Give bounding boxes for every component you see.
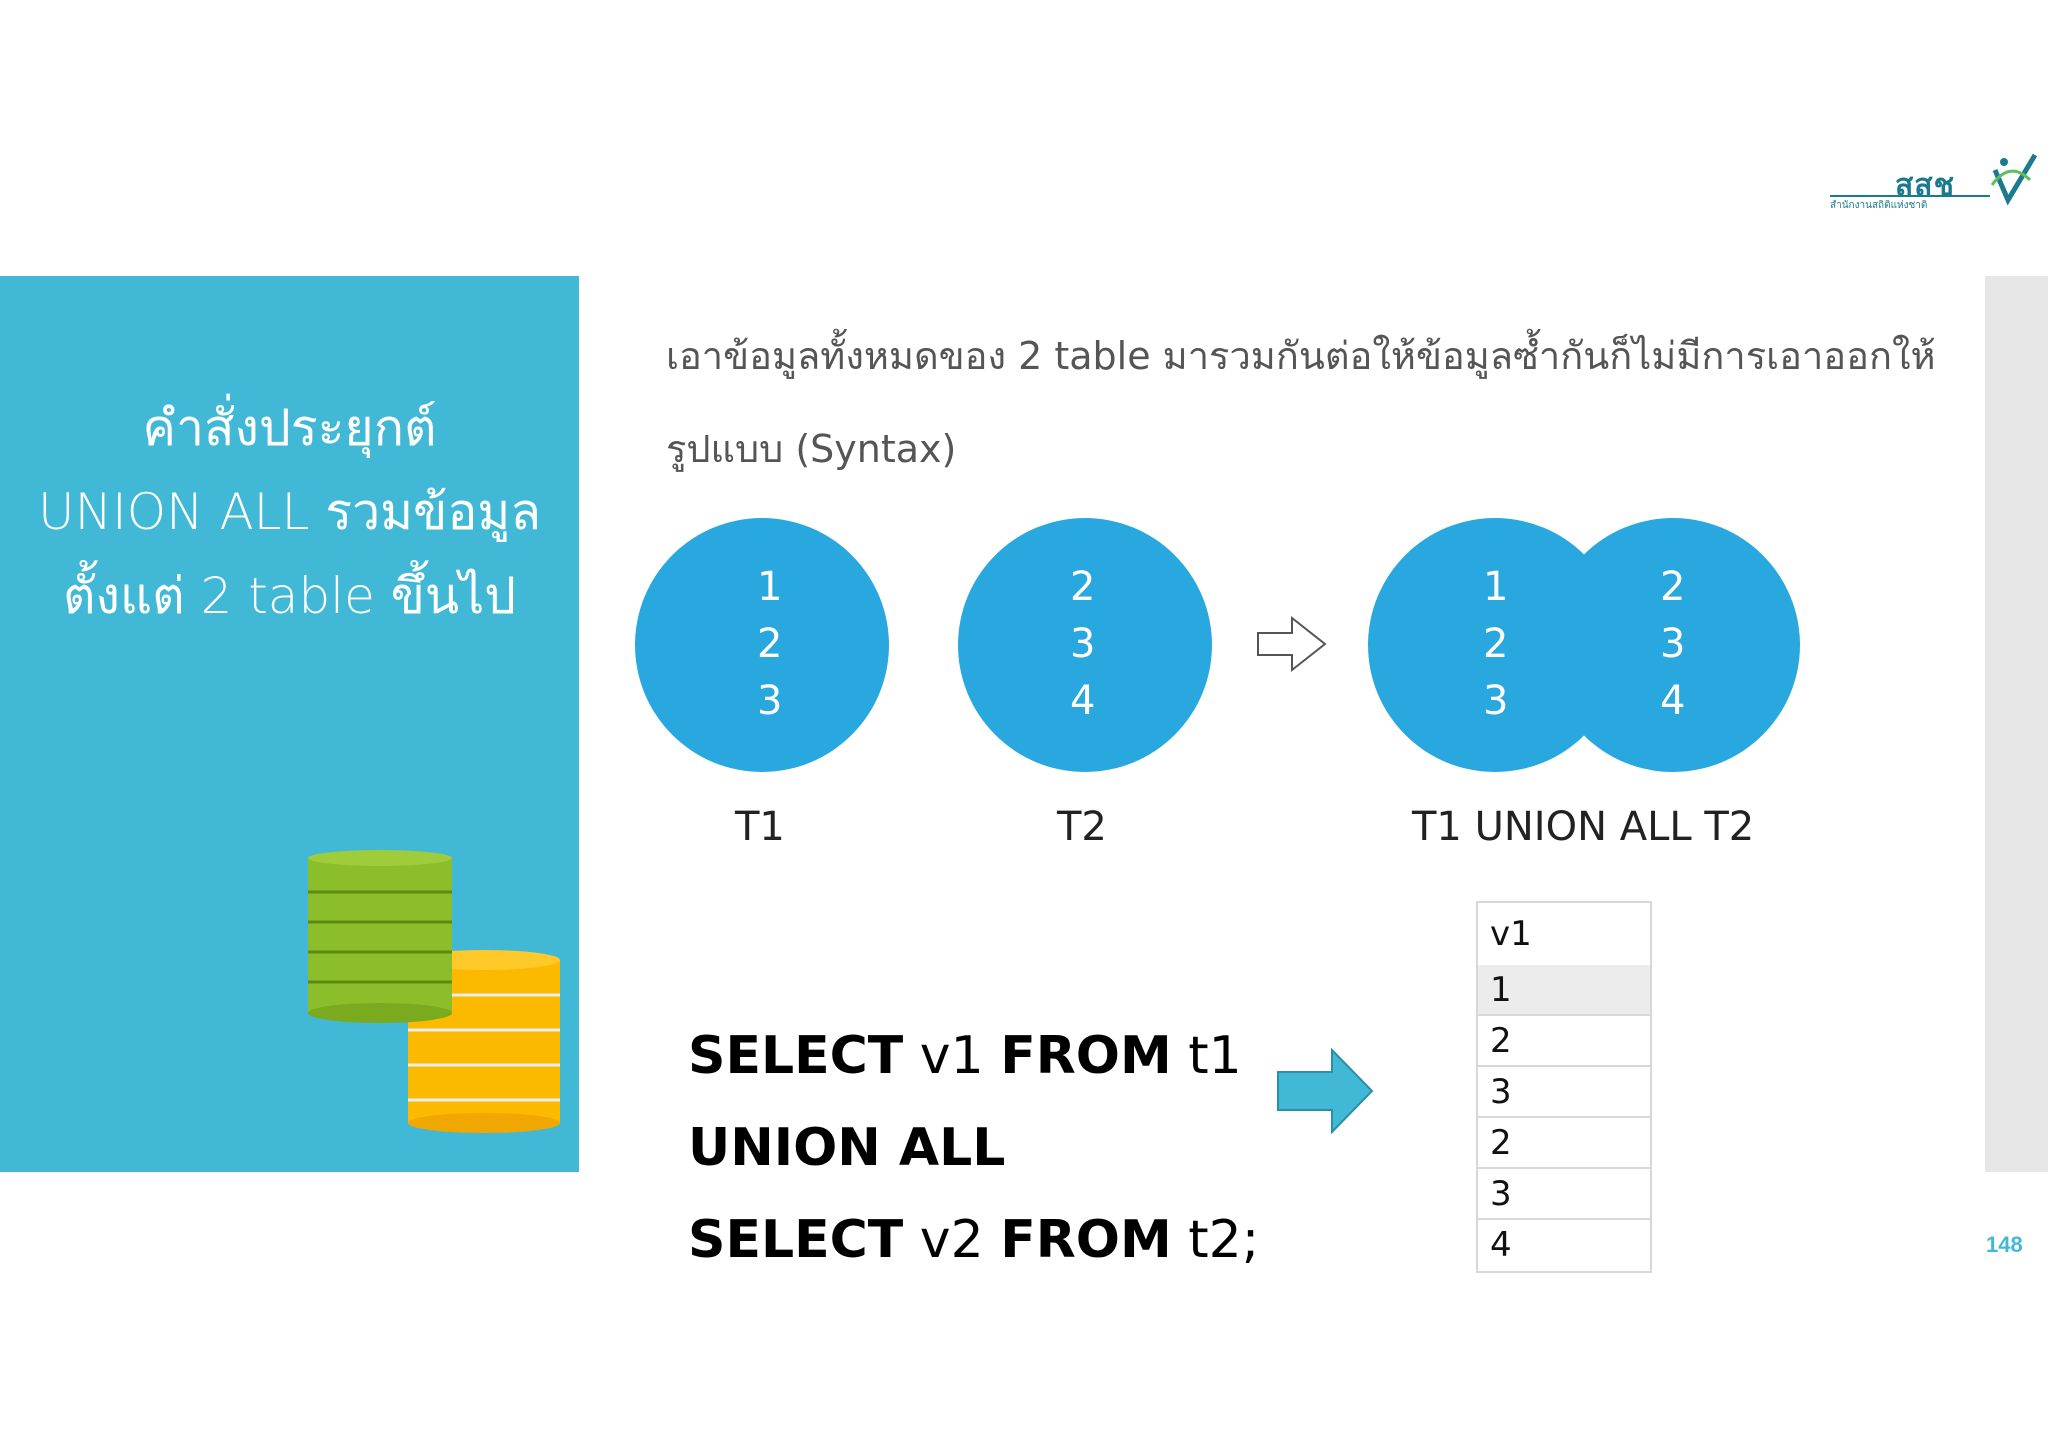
sql-identifier: v1 (919, 1026, 984, 1086)
syntax-label: รูปแบบ (Syntax) (666, 427, 957, 471)
sql-code-block: SELECT v1 FROM t1 UNION ALL SELECT v2 FR… (688, 1010, 1259, 1286)
slide-title: คำสั่งประยุกต์ UNION ALL รวมข้อมูล ตั้งแ… (0, 386, 579, 638)
side-bar (1985, 276, 2048, 1172)
t2-label: T2 (1056, 804, 1107, 850)
union-left-circle (1368, 518, 1622, 772)
union-right-value-2: 3 (1660, 621, 1685, 667)
sql-keyword: SELECT (688, 1026, 904, 1086)
union-diagram: 1 2 3 T1 2 3 4 T2 1 2 3 2 3 4 T1 UNION A… (635, 518, 1800, 850)
database-stack-icon (308, 850, 560, 1133)
union-left-value-3: 3 (1483, 678, 1508, 724)
t1-value-2: 2 (757, 621, 782, 667)
union-right-value-3: 4 (1660, 678, 1685, 724)
t1-value-3: 3 (757, 678, 782, 724)
sql-keyword: SELECT (688, 1210, 904, 1270)
t2-value-3: 4 (1070, 678, 1095, 724)
green-stack-icon (308, 850, 452, 1023)
page-number: 148 (1986, 1232, 2023, 1257)
sql-identifier: t1 (1188, 1026, 1242, 1086)
t1-circle (635, 518, 889, 772)
result-arrow-icon (1277, 1048, 1374, 1134)
yellow-stack-icon (408, 950, 560, 1133)
title-line-1: คำสั่งประยุกต์ (142, 399, 437, 457)
sql-keyword: FROM (1000, 1210, 1172, 1270)
table-row[interactable]: 2 (1478, 1016, 1650, 1067)
table-row[interactable]: 2 (1478, 1118, 1650, 1169)
union-left-value-2: 2 (1483, 621, 1508, 667)
t2-value-2: 3 (1070, 621, 1095, 667)
sql-keyword: FROM (1000, 1026, 1172, 1086)
t1-value-1: 1 (757, 564, 782, 610)
t1-label: T1 (734, 804, 785, 850)
union-right-circle (1546, 518, 1800, 772)
union-label: T1 UNION ALL T2 (1411, 804, 1754, 850)
logo-line (1830, 195, 1990, 197)
logo-subtitle: สำนักงานสถิติแห่งชาติ (1830, 200, 1928, 211)
table-header: v1 (1478, 903, 1650, 965)
title-line-3: ตั้งแต่ 2 table ขึ้นไป (63, 567, 516, 625)
description-text: เอาข้อมูลทั้งหมดของ 2 table มารวมกันต่อใ… (666, 334, 1936, 378)
nso-logo: สสช สำนักงานสถิติแห่งชาติ (1830, 150, 2040, 216)
t2-circle (958, 518, 1212, 772)
table-row[interactable]: 1 (1478, 965, 1650, 1016)
result-table: v1 1 2 3 2 3 4 (1476, 901, 1652, 1273)
sql-line-3: SELECT v2 FROM t2; (688, 1194, 1259, 1286)
title-line-2: UNION ALL รวมข้อมูล (38, 483, 541, 541)
sql-identifier: t2; (1188, 1210, 1260, 1270)
union-right-value-1: 2 (1660, 564, 1685, 610)
table-row[interactable]: 4 (1490, 1225, 1512, 1265)
sql-identifier: v2 (919, 1210, 984, 1270)
sql-line-2: UNION ALL (688, 1118, 1006, 1178)
union-left-value-1: 1 (1483, 564, 1508, 610)
right-arrow-icon (1257, 615, 1327, 673)
t2-value-1: 2 (1070, 564, 1095, 610)
sql-line-1: SELECT v1 FROM t1 (688, 1010, 1259, 1102)
logo-mark-icon (1990, 153, 2038, 206)
table-row[interactable]: 3 (1478, 1169, 1650, 1220)
table-row[interactable]: 3 (1478, 1067, 1650, 1118)
title-panel: คำสั่งประยุกต์ UNION ALL รวมข้อมูล ตั้งแ… (0, 276, 579, 1172)
